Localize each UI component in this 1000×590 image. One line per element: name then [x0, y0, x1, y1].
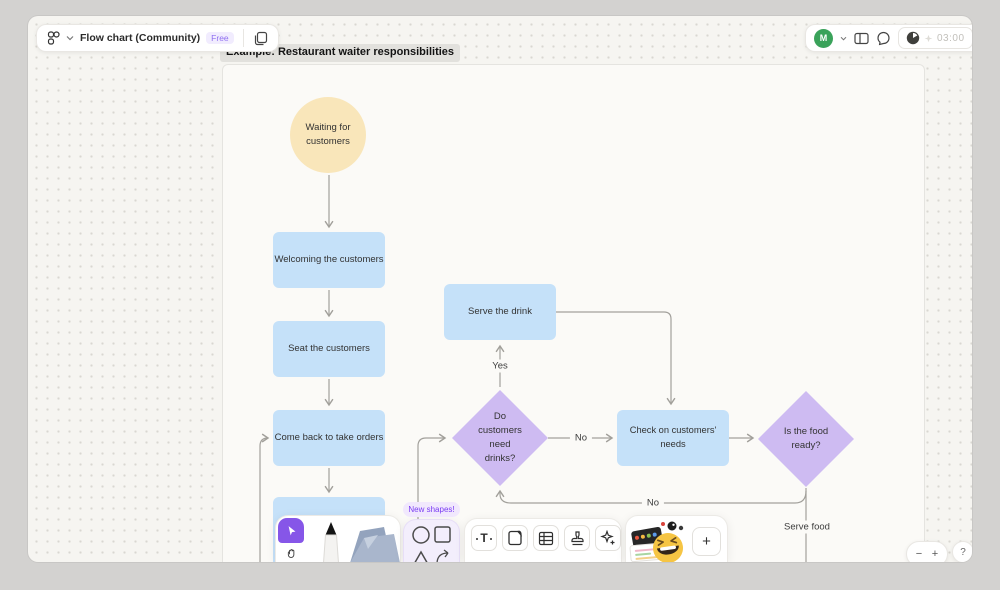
shape-icons	[412, 526, 451, 562]
duplicate-icon[interactable]	[253, 31, 268, 46]
sticky-note-tool[interactable]	[502, 525, 528, 551]
hand-icon	[285, 547, 298, 560]
edge-label-no-drinks: No	[569, 431, 593, 445]
figma-logo-icon[interactable]	[47, 30, 60, 46]
flow-node-take-orders[interactable]: Come back to take orders	[273, 410, 385, 466]
zoom-controls: − +	[906, 541, 948, 562]
chevron-down-icon[interactable]	[840, 36, 847, 41]
stamp-icon	[570, 530, 585, 546]
edge-label-yes: Yes	[487, 359, 513, 373]
timer-widget[interactable]: 03:00	[898, 27, 972, 49]
stamp-tool[interactable]	[564, 525, 590, 551]
table-tool[interactable]	[533, 525, 559, 551]
flow-node-welcome[interactable]: Welcoming the customers	[273, 232, 385, 288]
plan-badge: Free	[206, 32, 234, 44]
music-note-icon	[924, 34, 933, 43]
edge-label-no-food: No	[641, 496, 665, 510]
magic-tool[interactable]	[595, 525, 621, 551]
divider	[242, 29, 244, 47]
edge-label-serve-food: Serve food	[779, 520, 835, 534]
toolbar-panel-tools	[275, 515, 401, 562]
eraser-tool[interactable]	[348, 525, 400, 562]
zoom-out-button[interactable]: −	[915, 548, 923, 560]
new-shapes-tooltip: New shapes!	[403, 502, 460, 517]
marker-tool[interactable]	[318, 521, 344, 562]
shape-tools-panel[interactable]	[403, 519, 460, 562]
timer-icon	[906, 31, 920, 45]
minimap-icon[interactable]	[854, 32, 869, 45]
help-button[interactable]: ?	[952, 541, 972, 562]
cursor-icon	[285, 524, 298, 537]
flow-node-seat[interactable]: Seat the customers	[273, 321, 385, 377]
add-more-button[interactable]: +	[692, 527, 721, 556]
select-tool[interactable]	[278, 518, 304, 543]
sparkle-icon	[600, 530, 616, 546]
flow-node-start[interactable]: Waiting for customers	[290, 97, 366, 173]
zoom-in-button[interactable]: +	[931, 548, 939, 560]
toolbar-panel-stickers: +	[625, 515, 728, 562]
flow-node-check-needs[interactable]: Check on customers' needs	[617, 410, 729, 466]
toolbar-panel-insert: T	[464, 518, 622, 562]
app-window: Example: Restaurant waiter responsibilit…	[28, 16, 972, 562]
file-name[interactable]: Flow chart (Community)	[80, 32, 201, 44]
timer-value: 03:00	[937, 32, 965, 44]
sticky-note-icon	[507, 530, 523, 546]
text-tool-icon: T	[474, 531, 493, 545]
text-tool[interactable]: T	[471, 525, 497, 551]
comment-icon[interactable]	[876, 31, 891, 46]
table-icon	[538, 531, 554, 546]
flow-node-serve-drink[interactable]: Serve the drink	[444, 284, 556, 340]
file-menu-bar: Flow chart (Community) Free	[36, 24, 279, 52]
laughing-emoji-sticker[interactable]	[650, 520, 694, 562]
hand-tool[interactable]	[278, 544, 304, 562]
chevron-down-icon[interactable]	[66, 35, 74, 41]
frame-title[interactable]: Example: Restaurant waiter responsibilit…	[220, 44, 461, 62]
collab-bar: M 03:00 Share	[805, 24, 972, 52]
user-avatar[interactable]: M	[814, 28, 833, 48]
